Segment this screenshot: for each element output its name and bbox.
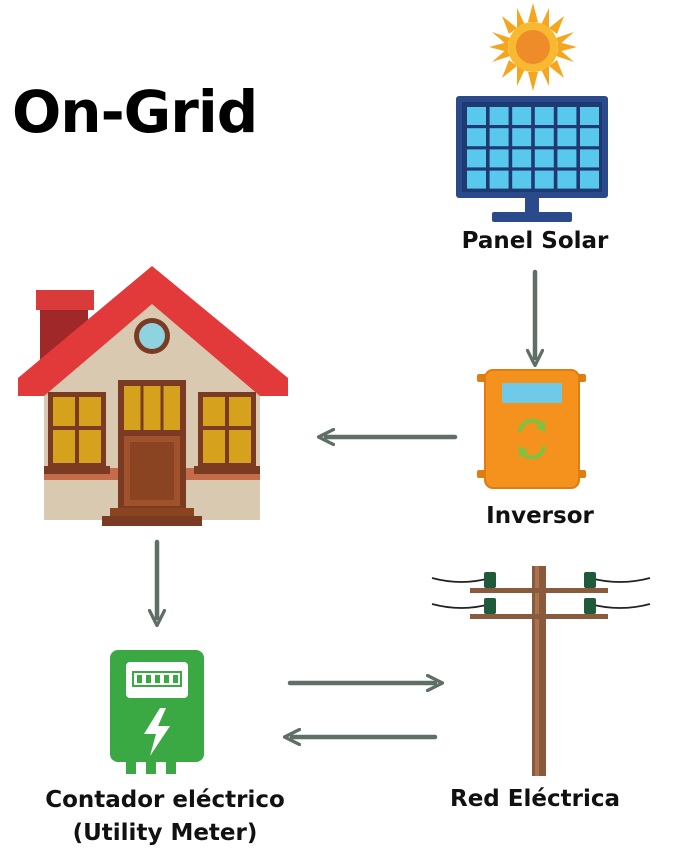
solar-cell	[557, 107, 577, 125]
solar-cell	[534, 107, 554, 125]
solar-cell	[534, 149, 554, 168]
flow-arrows	[157, 269, 535, 737]
contador-label-line1: Contador eléctrico	[45, 787, 285, 813]
solar-cell	[467, 107, 486, 125]
solar-cell	[557, 128, 577, 147]
solar-cell	[534, 128, 554, 147]
solar-cell	[580, 149, 599, 168]
sun-icon	[489, 3, 577, 91]
solar-cell	[512, 149, 532, 168]
inversor-label: Inversor	[486, 503, 594, 529]
utility-pole-icon	[431, 566, 651, 776]
solar-cell	[489, 107, 509, 125]
electric-meter-icon	[110, 650, 204, 774]
solar-cell	[489, 149, 509, 168]
solar-cell	[467, 128, 486, 147]
solar-cell	[467, 149, 486, 168]
solar-cell	[512, 128, 532, 147]
house-icon	[18, 266, 288, 526]
solar-cell	[512, 107, 532, 125]
solar-cell	[512, 170, 532, 189]
solar-cell	[489, 128, 509, 147]
contador-label: Contador eléctrico (Utility Meter)	[0, 784, 330, 850]
solar-cell	[557, 149, 577, 168]
contador-label-line2: (Utility Meter)	[72, 820, 258, 846]
solar-cell	[580, 128, 599, 147]
red-electrica-label: Red Eléctrica	[450, 786, 620, 812]
solar-cell	[580, 107, 599, 125]
solar-panel-icon	[456, 96, 608, 222]
solar-cell	[557, 170, 577, 189]
panel-solar-label: Panel Solar	[461, 228, 609, 254]
page-title: On-Grid	[12, 78, 258, 146]
solar-cell	[580, 170, 599, 189]
solar-cell	[534, 170, 554, 189]
inverter-icon	[477, 369, 586, 489]
solar-cell	[467, 170, 486, 189]
solar-cell	[489, 170, 509, 189]
